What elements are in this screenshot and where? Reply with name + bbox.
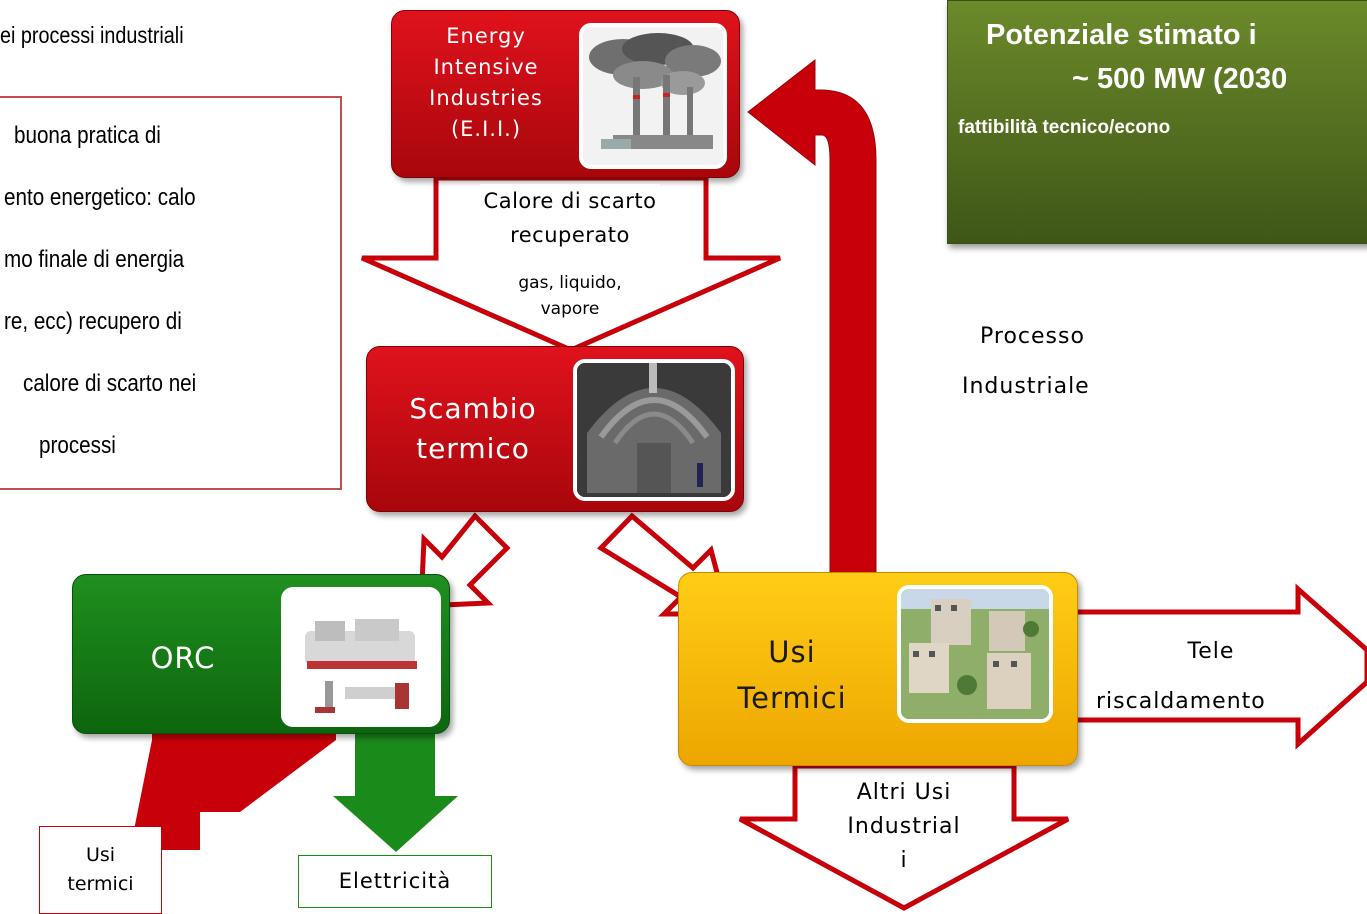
processo-line: Processo — [980, 324, 1085, 349]
note-line: re, ecc) recupero di — [4, 308, 182, 335]
residential-buildings-icon — [897, 585, 1053, 723]
orc-node: ORC — [72, 574, 450, 734]
note-line: processi — [39, 432, 116, 459]
eii-label-line: Industries — [429, 86, 543, 110]
header-fragment: ei processi industriali — [0, 22, 184, 48]
calore-scarto-line: recuperato — [510, 223, 630, 247]
usi-termici-output-box: Usi termici — [39, 826, 162, 914]
potential-box: Potenziale stimato i ~ 500 MW (2030 fatt… — [947, 0, 1367, 244]
orc-to-usi-termici-arrow — [130, 728, 336, 850]
calore-scarto-subline: gas, liquido, — [518, 273, 622, 293]
note-line: buona pratica di — [14, 122, 161, 149]
eii-label-line: Intensive — [433, 55, 539, 79]
usi-termici-label: Usi Termici — [699, 629, 885, 721]
altri-usi-label: Altri Usi Industrial i — [806, 776, 1002, 878]
note-box: buona pratica di ento energetico: calo m… — [0, 96, 342, 490]
calore-scarto-sub: gas, liquido, vapore — [480, 270, 660, 322]
tele-line: riscaldamento — [1096, 689, 1266, 714]
note-line: mo finale di energia — [4, 246, 185, 273]
scambio-termico-label: Scambio termico — [375, 389, 571, 469]
orc-to-elettricita-arrow — [333, 728, 458, 852]
eii-node: Energy Intensive Industries (E.I.I.) — [391, 10, 740, 178]
altri-usi-line: Altri Usi — [856, 780, 952, 805]
heat-exchanger-icon — [573, 359, 735, 501]
altri-usi-line: Industrial — [847, 814, 961, 839]
potential-line-1: Potenziale stimato i — [986, 19, 1257, 51]
processo-industriale-label: Processo Industriale — [946, 312, 1166, 412]
eii-label: Energy Intensive Industries (E.I.I.) — [400, 21, 572, 145]
processo-industriale-arrow — [747, 58, 877, 586]
calore-scarto-subline: vapore — [540, 299, 600, 319]
note-line: calore di scarto nei — [23, 370, 197, 397]
usi-termici-label-line: Termici — [737, 681, 847, 715]
scambio-label-line: Scambio — [409, 392, 537, 425]
orc-label: ORC — [150, 641, 216, 675]
tele-line: Tele — [1187, 639, 1235, 664]
scambio-termico-node: Scambio termico — [366, 346, 744, 512]
potential-line-3: fattibilità tecnico/econo — [958, 117, 1171, 138]
altri-usi-arrow — [738, 763, 1070, 911]
orc-machinery-icon — [281, 587, 441, 727]
note-line: ento energetico: calo — [4, 184, 196, 211]
teleriscaldamento-arrow — [1065, 583, 1367, 750]
usi-termici-out-line: Usi — [85, 844, 116, 866]
eii-label-line: Energy — [446, 24, 526, 48]
processo-line: Industriale — [962, 374, 1090, 399]
altri-usi-line: i — [900, 848, 908, 873]
usi-termici-out-line: termici — [67, 873, 134, 895]
calore-scarto-arrow — [360, 175, 782, 353]
usi-termici-node: Usi Termici — [678, 572, 1078, 766]
calore-scarto-line: Calore di scarto — [479, 184, 661, 218]
calore-scarto-label: Calore di scarto recuperato — [432, 184, 708, 252]
usi-termici-label-line: Usi — [768, 635, 816, 669]
scambio-label-line: termico — [416, 432, 530, 465]
factory-smokestacks-icon — [579, 23, 727, 169]
eii-label-line: (E.I.I.) — [450, 117, 522, 141]
teleriscaldamento-label: Tele riscaldamento — [1094, 627, 1318, 727]
elettricita-output-box: Elettricità — [298, 855, 492, 908]
potential-line-2: ~ 500 MW (2030 — [1072, 63, 1288, 95]
